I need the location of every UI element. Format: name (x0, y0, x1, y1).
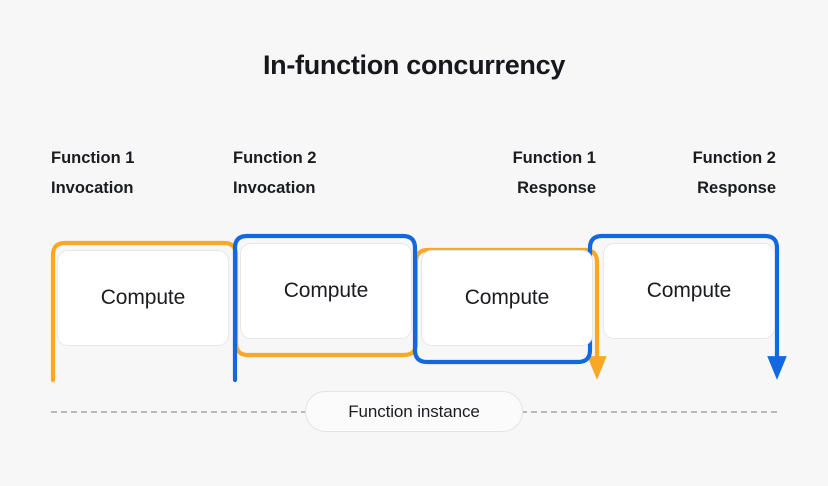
function-instance-pill: Function instance (305, 391, 523, 432)
label-function-1-invocation: Function 1 Invocation (51, 149, 135, 197)
label-function-2-invocation: Function 2 Invocation (233, 149, 317, 197)
label-function-2-response: Function 2 Response (692, 149, 776, 197)
compute-card-4: Compute (603, 243, 775, 339)
compute-card-1: Compute (57, 250, 229, 346)
compute-card-2: Compute (240, 243, 412, 339)
label-function-1-response: Function 1 Response (512, 149, 596, 197)
compute-card-3: Compute (421, 250, 593, 346)
page-title: In-function concurrency (262, 50, 566, 80)
track-function-2 (232, 233, 787, 383)
